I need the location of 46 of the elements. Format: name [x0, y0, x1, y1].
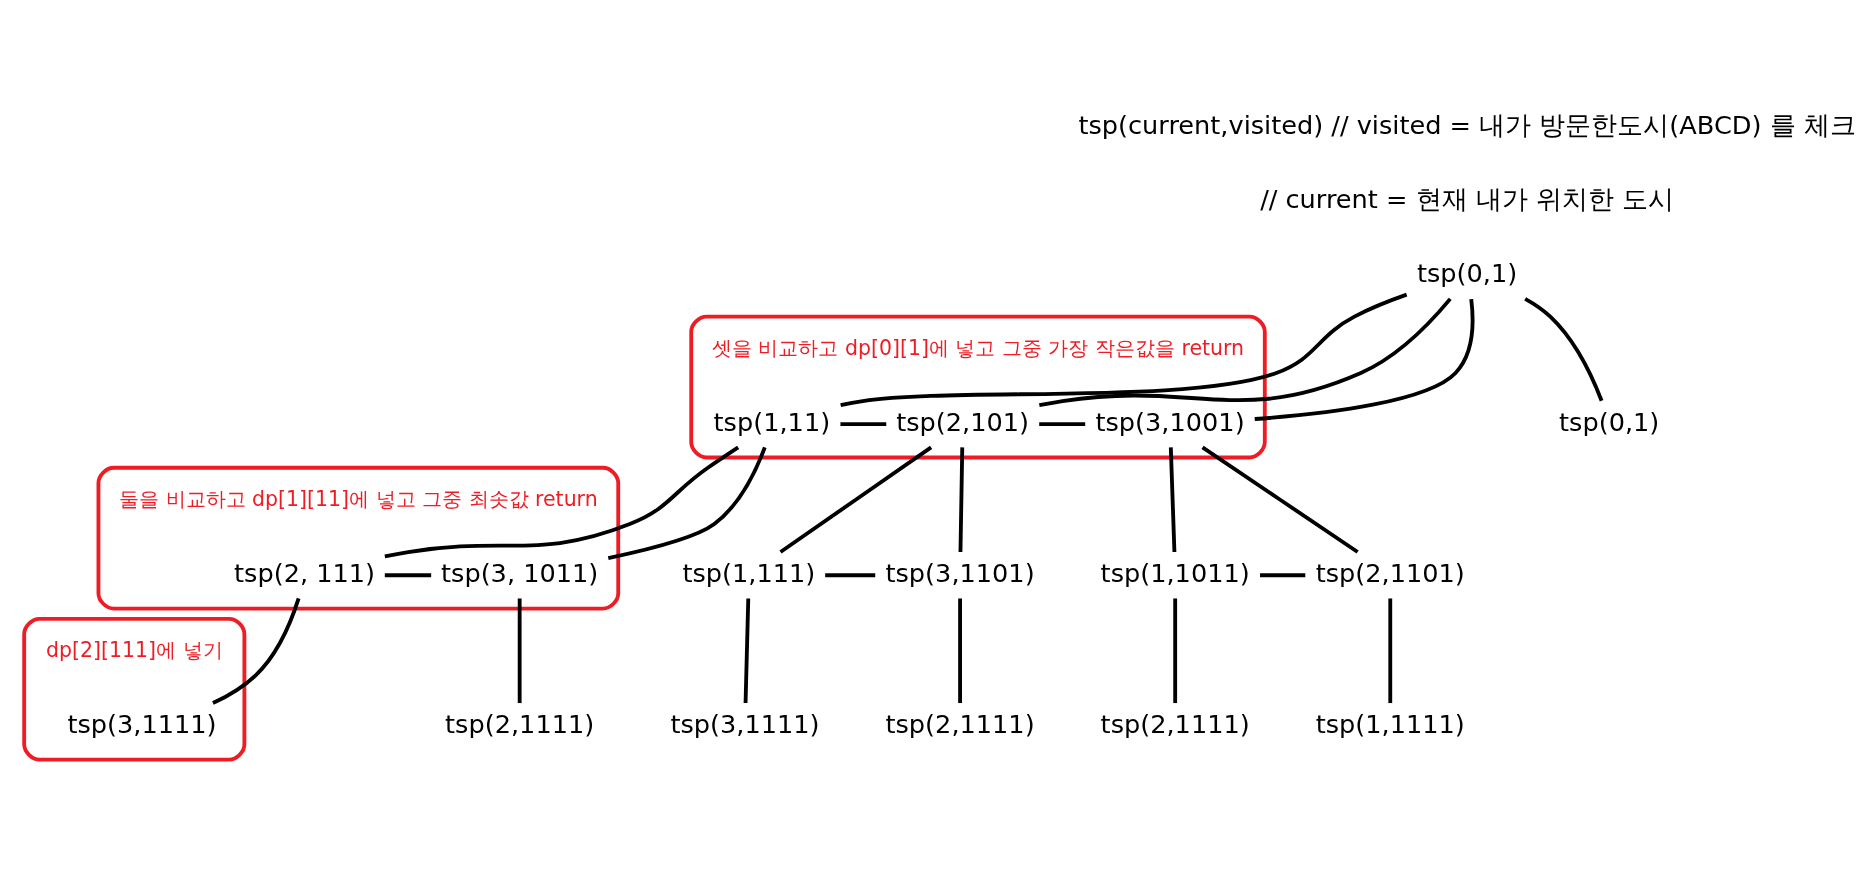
connector [1260, 573, 1306, 578]
node-label: dp[2][111]에 넣기 [46, 637, 223, 662]
node-label: 둘을 비교하고 dp[1][11]에 넣고 그중 최솟값 return [119, 486, 598, 511]
node-text: tsp(2,1101) [1315, 557, 1465, 588]
connector [958, 598, 962, 704]
node-text: tsp(1,1011) [1100, 557, 1250, 588]
node-text: tsp(3,1111) [67, 708, 217, 739]
node-text: tsp(3, 1011) [441, 557, 599, 588]
cluster [96, 465, 621, 611]
connector [840, 292, 1408, 408]
connector [1039, 422, 1086, 427]
connector [212, 597, 301, 705]
label: // current = 현재 내가 위치한 도시 [1260, 183, 1675, 214]
connector [1168, 447, 1177, 553]
node-text: tsp(2,1111) [445, 708, 595, 739]
node-text: tsp(3,1001) [1095, 406, 1245, 437]
node-text: tsp(1,111) [682, 557, 816, 588]
node-text: tsp(0,1) [1559, 406, 1660, 437]
connector [825, 573, 876, 578]
connector [1254, 298, 1475, 421]
node-text: tsp(1,1111) [1315, 708, 1465, 739]
node-text: tsp(3,1111) [670, 708, 820, 739]
node-text: tsp(1,11) [713, 406, 831, 437]
connector [384, 445, 740, 559]
connector [607, 446, 767, 560]
connector [743, 598, 751, 704]
connector [1039, 297, 1452, 408]
connector [1201, 445, 1359, 554]
cluster [689, 314, 1267, 460]
label: tsp(current,visited) // visited = 내가 방문한도시(ABCD) 를 체크 [1078, 109, 1856, 140]
node-text: tsp(2,1111) [885, 708, 1035, 739]
connector [517, 598, 522, 704]
node-text: tsp(3,1101) [885, 557, 1035, 588]
node-text: tsp(2,101) [896, 406, 1030, 437]
node-text: tsp(0,1) [1416, 258, 1518, 289]
node-text: tsp(2,1111) [1100, 708, 1250, 739]
connector [1388, 598, 1393, 704]
connector [1173, 598, 1178, 704]
node-text: tsp(2, 111) [234, 557, 376, 588]
cluster [22, 616, 247, 762]
node-label: 셋을 비교하고 dp[0][1]에 넣고 그중 가장 작은값을 return [711, 335, 1245, 360]
connector [1524, 297, 1604, 402]
connector [384, 573, 432, 578]
connector [779, 445, 933, 554]
connector [958, 447, 965, 552]
connector [840, 422, 887, 427]
